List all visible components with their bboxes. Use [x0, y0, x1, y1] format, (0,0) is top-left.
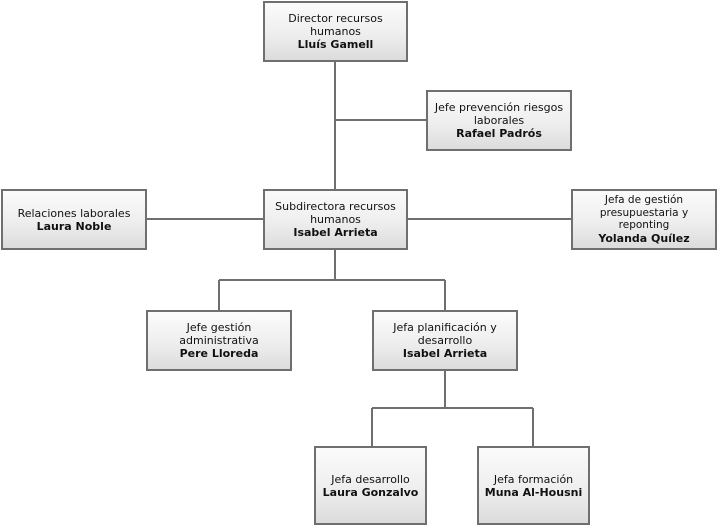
node-role: Jefa formación [493, 472, 574, 486]
node-relaciones-laborales: Relaciones laborales Laura Noble [1, 189, 147, 250]
node-jefa-planificacion-desarrollo: Jefa planificación y desarrollo Isabel A… [372, 310, 518, 371]
node-role: Jefe prevención riesgos laborales [434, 101, 564, 127]
node-name: Laura Noble [36, 219, 112, 233]
node-role: Relaciones laborales [17, 206, 131, 220]
node-role: Jefa planificación y desarrollo [393, 321, 497, 347]
node-name: Muna Al-Housni [484, 485, 583, 499]
node-jefe-prevencion: Jefe prevención riesgos laborales Rafael… [426, 90, 572, 151]
node-name: Laura Gonzalvo [322, 485, 419, 499]
node-name: Lluís Gamell [297, 38, 374, 51]
node-subdirectora-recursos-humanos: Subdirectora recursos humanos Isabel Arr… [263, 189, 408, 250]
node-name: Isabel Arrieta [402, 347, 488, 360]
node-name: Pere Lloreda [179, 347, 259, 360]
node-role: Director recursos humanos [288, 12, 383, 38]
node-jefe-gestion-administrativa: Jefe gestión administrativa Pere Lloreda [146, 310, 292, 371]
node-jefa-desarrollo: Jefa desarrollo Laura Gonzalvo [314, 446, 427, 525]
node-role: Jefe gestión administrativa [179, 321, 259, 347]
node-role: Subdirectora recursos humanos [275, 200, 396, 226]
node-role: Jefa desarrollo [331, 472, 410, 486]
node-jefa-formacion: Jefa formación Muna Al-Housni [477, 446, 590, 525]
node-name: Isabel Arrieta [293, 226, 378, 239]
node-director-recursos-humanos: Director recursos humanos Lluís Gamell [263, 1, 408, 62]
node-name: Rafael Padrós [456, 127, 542, 140]
node-name: Yolanda Quílez [598, 231, 690, 245]
node-jefa-gestion-presupuestaria: Jefa de gestión presupuestaria y reponti… [571, 189, 717, 250]
node-role: Jefa de gestión presupuestaria y reponti… [599, 194, 689, 232]
